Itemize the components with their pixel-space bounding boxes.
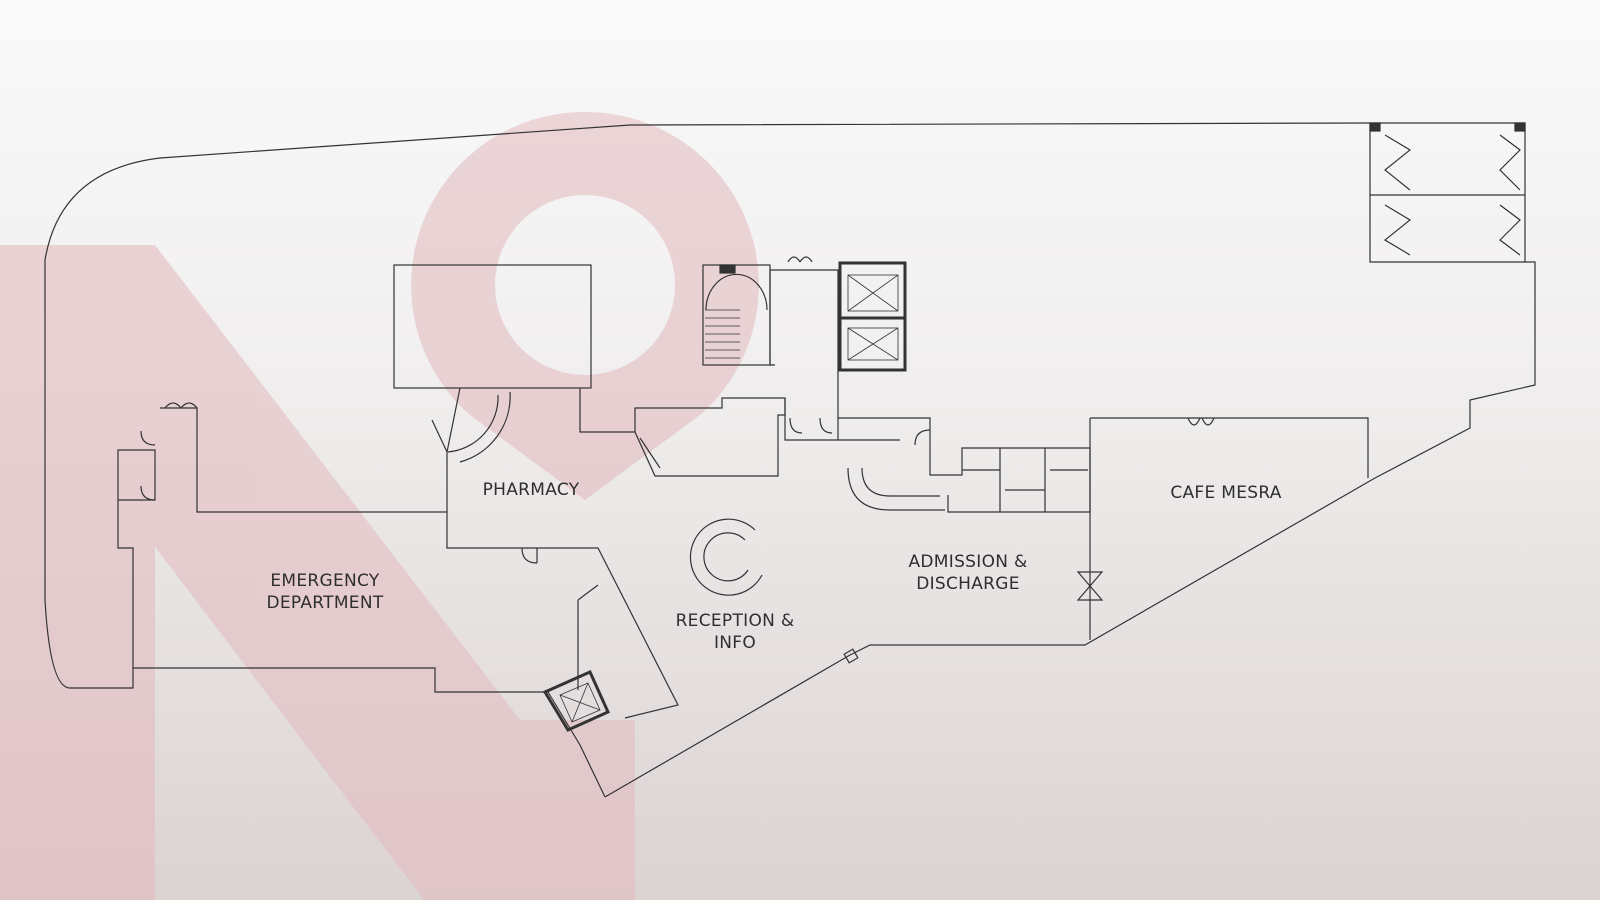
admission-label-line1: ADMISSION & — [908, 552, 1028, 572]
room-label-pharmacy[interactable]: PHARMACY — [482, 480, 580, 500]
admission-label-line2: DISCHARGE — [916, 574, 1020, 594]
watermark-logo — [0, 111, 759, 900]
room-label-emergency[interactable]: EMERGENCY DEPARTMENT — [266, 570, 383, 614]
building-outline — [44, 122, 1536, 798]
emergency-label-line2: DEPARTMENT — [266, 593, 384, 613]
emergency-label-line1: EMERGENCY — [270, 571, 380, 591]
room-label-reception[interactable]: RECEPTION & INFO — [676, 610, 795, 654]
reception-label-line2: INFO — [713, 633, 757, 653]
room-label-cafe[interactable]: CAFE MESRA — [1170, 483, 1282, 503]
room-label-admission[interactable]: ADMISSION & DISCHARGE — [908, 551, 1027, 595]
reception-label-line1: RECEPTION & — [675, 611, 795, 631]
